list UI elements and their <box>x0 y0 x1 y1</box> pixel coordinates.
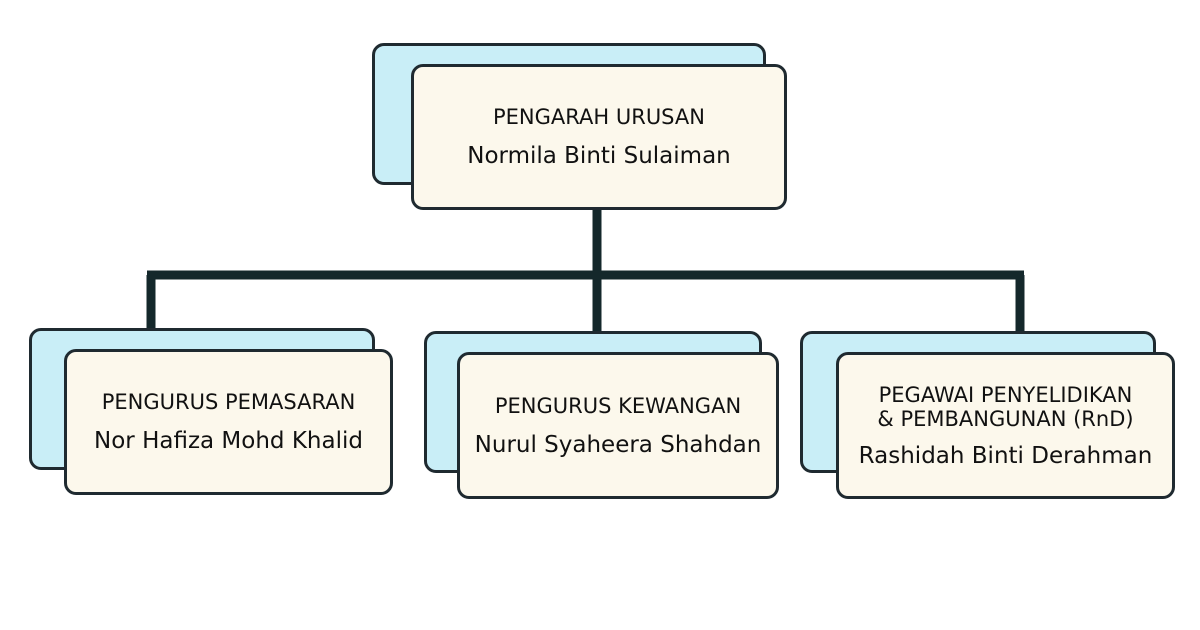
card: PENGURUS KEWANGAN Nurul Syaheera Shahdan <box>457 352 779 499</box>
role-title: PENGURUS PEMASARAN <box>101 390 356 414</box>
person-name: Normila Binti Sulaiman <box>467 143 731 169</box>
person-name: Nurul Syaheera Shahdan <box>474 431 762 458</box>
role-title: PEGAWAI PENYELIDIKAN & PEMBANGUNAN (RnD) <box>877 382 1134 431</box>
person-name: Rashidah Binti Derahman <box>858 442 1153 469</box>
card: PENGURUS PEMASARAN Nor Hafiza Mohd Khali… <box>64 349 393 495</box>
card: PEGAWAI PENYELIDIKAN & PEMBANGUNAN (RnD)… <box>836 352 1175 499</box>
card: PENGARAH URUSAN Normila Binti Sulaiman <box>411 64 787 210</box>
person-name: Nor Hafiza Mohd Khalid <box>94 428 363 454</box>
role-title: PENGARAH URUSAN <box>493 105 705 129</box>
role-title: PENGURUS KEWANGAN <box>494 393 742 418</box>
